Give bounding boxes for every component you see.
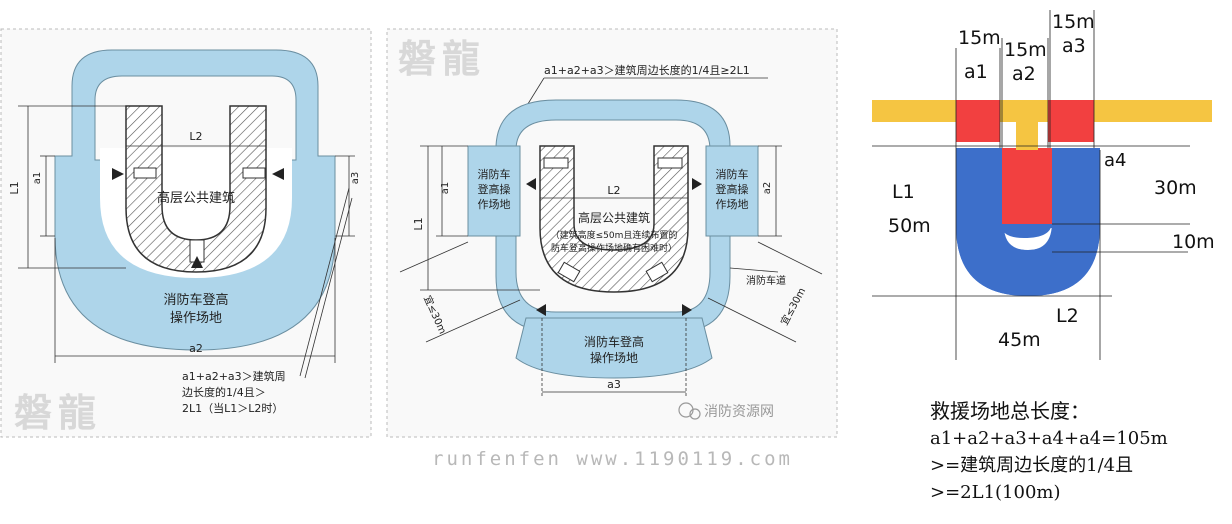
label-l1: L1 (8, 181, 21, 194)
side-right-1: 消防车 (716, 167, 749, 181)
bottom-site-1: 消防车登高 (584, 334, 644, 349)
side-left-3: 作场地 (478, 197, 511, 211)
credit-text: 消防资源网 (704, 404, 774, 420)
arrow-left (112, 168, 124, 180)
note-line-3: 2L1（当L1＞L2时） (182, 401, 283, 415)
site-label-1: 消防车登高 (163, 292, 228, 308)
right-diagram: 15m a1 15m a2 15m a3 a4 L1 50m 30m 10m L… (862, 0, 1232, 520)
n-a3: a3 (1062, 35, 1086, 57)
watermark-left: 磐龍 (14, 391, 102, 435)
top-note: a1+a2+a3＞建筑周边长度的1/4且≥2L1 (544, 63, 750, 77)
label-a2: a2 (189, 342, 203, 355)
site-label-2: 操作场地 (170, 310, 222, 326)
middle-diagram: 磐龍 a1+a2+a3＞建筑周边长度的1/4且≥2L1 消防车 登高操 作场地 … (386, 28, 838, 438)
w-a1: 15m (958, 27, 1001, 49)
fire-lane-bar (872, 100, 1212, 122)
right-diagram-svg: 15m a1 15m a2 15m a3 a4 L1 50m 30m 10m L… (872, 10, 1215, 360)
entry-right (242, 167, 266, 179)
formula-block: 救援场地总长度： a1+a2+a3+a4+a4=105m >=建筑周边长度的1/… (930, 398, 1168, 506)
left-diagram-svg: L2 高层公共建筑 L1 a1 a3 a2 消防车登高 操作场地 a1+a2+a… (0, 28, 372, 438)
n-a1: a1 (964, 61, 988, 83)
label-L2-r: L2 (1056, 305, 1079, 327)
w-a2: 15m (1004, 39, 1047, 61)
formula-line-1: a1+a2+a3+a4+a4=105m (930, 428, 1168, 449)
label-a2-mid: a2 (762, 182, 773, 195)
site-a1 (956, 100, 1000, 142)
site-url: runfenfen www.1190119.com (432, 448, 793, 470)
label-a1: a1 (32, 172, 43, 185)
building-label: 高层公共建筑 (157, 190, 235, 206)
label-30m: 30m (1154, 177, 1197, 199)
label-45m: 45m (998, 329, 1041, 351)
label-10m: 10m (1172, 231, 1215, 253)
building-label-mid: 高层公共建筑 (578, 210, 650, 225)
watermark-middle: 磐龍 (398, 37, 486, 81)
entry-left (133, 167, 157, 179)
label-l2: L2 (189, 130, 202, 143)
bottom-site-2: 操作场地 (590, 350, 638, 365)
u-building-middle (539, 145, 689, 293)
site-a3 (1048, 100, 1094, 142)
w-a3: 15m (1052, 11, 1095, 33)
formula-line-3: >=2L1(100m) (930, 482, 1061, 503)
formula-line-2: >=建筑周边长度的1/4且 (930, 455, 1134, 476)
side-site-left (467, 145, 521, 237)
label-50m: 50m (888, 215, 931, 237)
middle-diagram-svg: 磐龍 a1+a2+a3＞建筑周边长度的1/4且≥2L1 消防车 登高操 作场地 … (386, 28, 838, 438)
paren-note-1: （建筑高度≤50m且连续布置的 (551, 229, 678, 241)
side-right-3: 作场地 (716, 197, 749, 211)
arrow-right (272, 168, 284, 180)
side-site-right (705, 145, 759, 237)
bottom-site (515, 317, 713, 379)
label-l2-mid: L2 (607, 184, 620, 197)
paren-note-2: 防车登高操作场地确有困难时） (551, 242, 677, 254)
left-diagram: L2 高层公共建筑 L1 a1 a3 a2 消防车登高 操作场地 a1+a2+a… (0, 28, 372, 438)
label-a4: a4 (1104, 150, 1126, 171)
label-l1-mid: L1 (412, 217, 425, 230)
side-right-2: 登高操 (716, 182, 749, 196)
note-line-1: a1+a2+a3＞建筑周 (182, 369, 286, 383)
side-left-2: 登高操 (478, 182, 511, 196)
side-left-1: 消防车 (478, 167, 511, 181)
label-a1-mid: a1 (440, 182, 451, 195)
fire-lane-ring (495, 99, 731, 333)
label-a3-mid: a3 (607, 378, 621, 391)
label-L1-r: L1 (892, 181, 915, 203)
n-a2: a2 (1012, 63, 1036, 85)
formula-title: 救援场地总长度： (930, 399, 1090, 423)
center-site (1002, 148, 1052, 224)
note-line-2: 边长度的1/4且＞ (182, 385, 266, 399)
label-a3: a3 (350, 172, 361, 185)
u-building (125, 105, 267, 273)
arrow-bottom (191, 256, 203, 268)
fire-lane-label: 消防车道 (746, 274, 786, 287)
